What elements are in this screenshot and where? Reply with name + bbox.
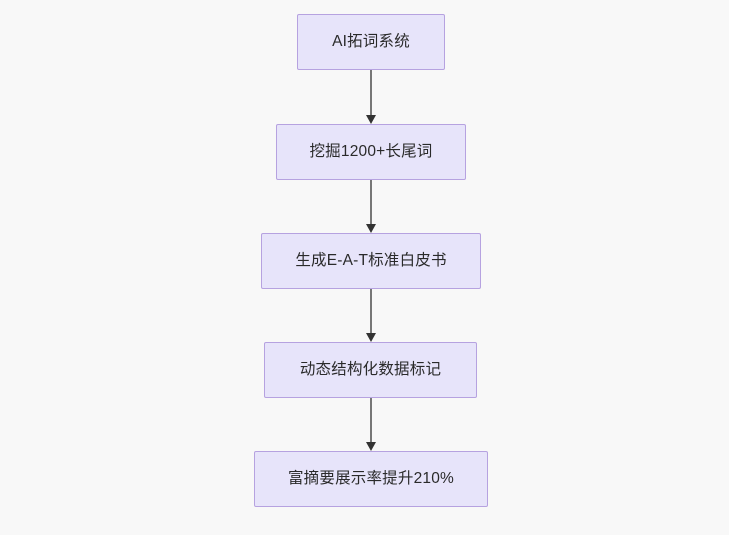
flow-edge-2-to-3 [362,289,380,342]
arrow-down-icon [366,333,376,342]
flow-node-label: AI拓词系统 [332,33,410,51]
edge-line [369,398,373,443]
flow-node-rich-snippet-rate-increase[interactable]: 富摘要展示率提升210% [254,451,488,507]
edge-line [369,180,373,225]
flow-node-ai-keyword-system[interactable]: AI拓词系统 [297,14,445,70]
flow-node-generate-eat-whitepaper[interactable]: 生成E-A-T标准白皮书 [261,233,481,289]
arrow-down-icon [366,224,376,233]
flow-edge-0-to-1 [362,70,380,124]
flow-node-label: 动态结构化数据标记 [299,361,442,379]
flow-edge-1-to-2 [362,180,380,233]
flow-node-label: 富摘要展示率提升210% [287,470,455,488]
edge-line [369,70,373,116]
arrow-down-icon [366,442,376,451]
flow-node-mine-longtail-keywords[interactable]: 挖掘1200+长尾词 [276,124,466,180]
flow-node-label: 挖掘1200+长尾词 [309,143,433,161]
flow-node-label: 生成E-A-T标准白皮书 [295,252,447,270]
flow-node-dynamic-structured-data-markup[interactable]: 动态结构化数据标记 [264,342,477,398]
arrow-down-icon [366,115,376,124]
edge-line [369,289,373,334]
flow-edge-3-to-4 [362,398,380,451]
